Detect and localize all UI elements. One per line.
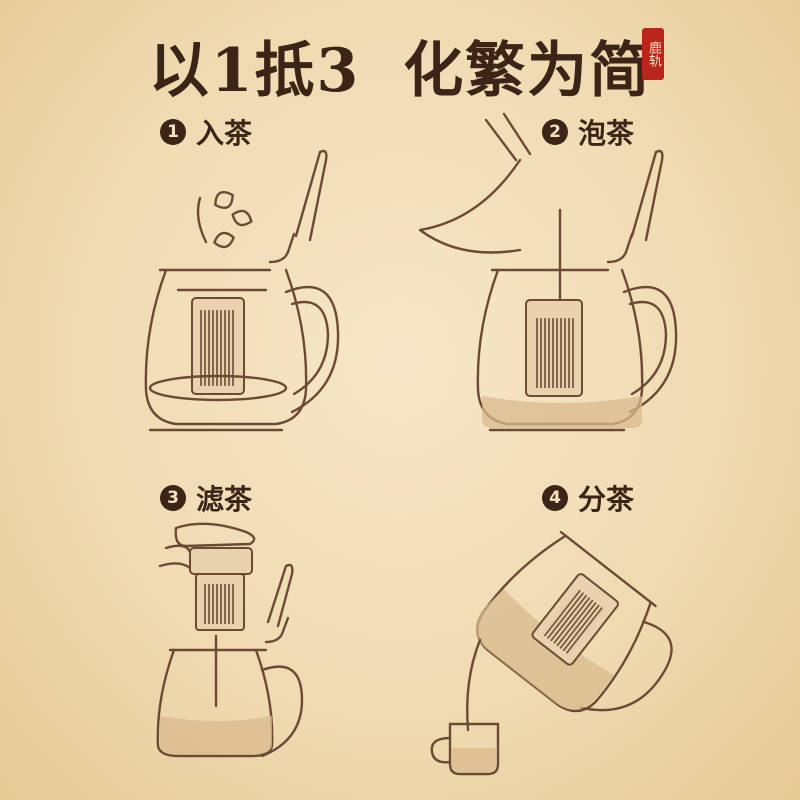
page-title: 以1抵3 化繁为简 xyxy=(0,22,800,109)
step-4-label: 分茶 xyxy=(578,483,635,516)
step-1-heading: 1 入茶 xyxy=(160,112,252,152)
step-3-heading: 3 滤茶 xyxy=(160,478,252,518)
title-part-2: 化繁为简 xyxy=(403,36,652,106)
step-1-label: 入茶 xyxy=(196,117,253,150)
hand-lifting-icon xyxy=(158,522,256,570)
step-1-teapot-illustration xyxy=(144,149,340,432)
tea-leaves-icon xyxy=(196,191,253,249)
step-4-heading: 4 分茶 xyxy=(542,478,634,518)
step-4-teapot-illustration xyxy=(430,530,673,776)
step-2-label: 泡茶 xyxy=(578,117,635,150)
step-1-number: 1 xyxy=(160,119,186,145)
title-part-1: 以1抵3 xyxy=(148,36,361,106)
seal-stamp: 鹿轨 xyxy=(642,28,664,80)
step-3-number: 3 xyxy=(160,485,186,511)
tea-cup-icon xyxy=(430,722,500,776)
step-2-heading: 2 泡茶 xyxy=(542,112,634,152)
step-2-number: 2 xyxy=(542,119,568,145)
step-4-number: 4 xyxy=(542,485,568,511)
step-3-label: 滤茶 xyxy=(196,483,253,516)
step-3-teapot-illustration xyxy=(156,522,304,758)
step-2-teapot-illustration xyxy=(418,112,678,432)
